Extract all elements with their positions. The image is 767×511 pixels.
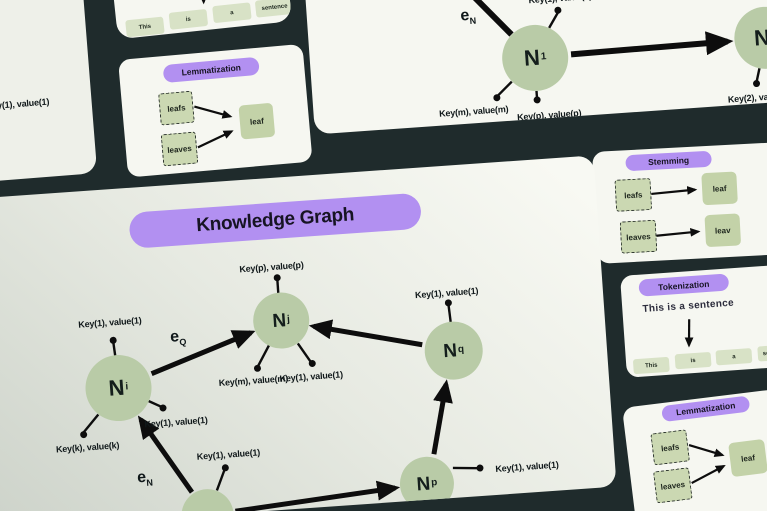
node-subscript: q [457,343,465,356]
word-box[interactable]: leaf [238,102,276,140]
word-box[interactable]: leav [704,213,742,248]
word-box[interactable]: leaves [160,131,199,167]
word-box[interactable]: leafs [614,177,653,212]
lemmatization-arrows [688,444,726,485]
tokenization-arrow [684,319,694,348]
tokenization-card[interactable]: Tokenization This is a sentence This is … [620,262,767,378]
edge-label-eq: eQ [169,328,187,348]
word-box[interactable]: leaves [652,467,693,504]
node-label: N [753,24,767,51]
word-box[interactable]: leaves [619,219,658,254]
lemmatization-arrows [194,105,234,149]
top-tokens-card[interactable]: This is a sentence [105,0,293,40]
token-chip[interactable]: This [632,356,670,375]
node-label: N [107,374,126,401]
main-graph-edges [80,274,484,511]
node-subscript: j [286,313,291,326]
node-label: N [415,473,431,495]
edge-label-en: eN [136,468,154,488]
edge-label-en: eN [459,6,477,26]
token-chip[interactable]: a [715,348,753,366]
token-chip[interactable]: is [674,351,712,370]
stemming-arrows [651,186,701,237]
node-label: N [442,339,458,362]
node-label: N [271,309,287,332]
top-right-graph-card[interactable]: N1 N2 eN Key(1), value(1) Key(m), value(… [300,0,767,135]
property-label: Key(1), value(1) [0,96,50,112]
token-chip[interactable]: sentence [757,344,767,362]
graph-edges [433,0,761,104]
lemmatization-card-left[interactable]: Lemmatization leafs leaves leaf [118,43,313,178]
corner-graph-card[interactable]: Key(1), value(1) [0,0,98,199]
word-box[interactable]: leafs [650,429,690,466]
word-box[interactable]: leaf [728,438,767,478]
lemmatization-card-right[interactable]: Lemmatization leafs leaves leaf [622,382,767,511]
stemming-card[interactable]: Stemming leafs leaf leaves leav [592,140,767,264]
node-subscript: 1 [540,51,547,63]
word-box[interactable]: leafs [158,90,195,126]
node-label: N [523,44,541,71]
node-subscript: i [125,381,129,393]
node-subscript: p [430,477,438,489]
word-box[interactable]: leaf [701,171,738,206]
